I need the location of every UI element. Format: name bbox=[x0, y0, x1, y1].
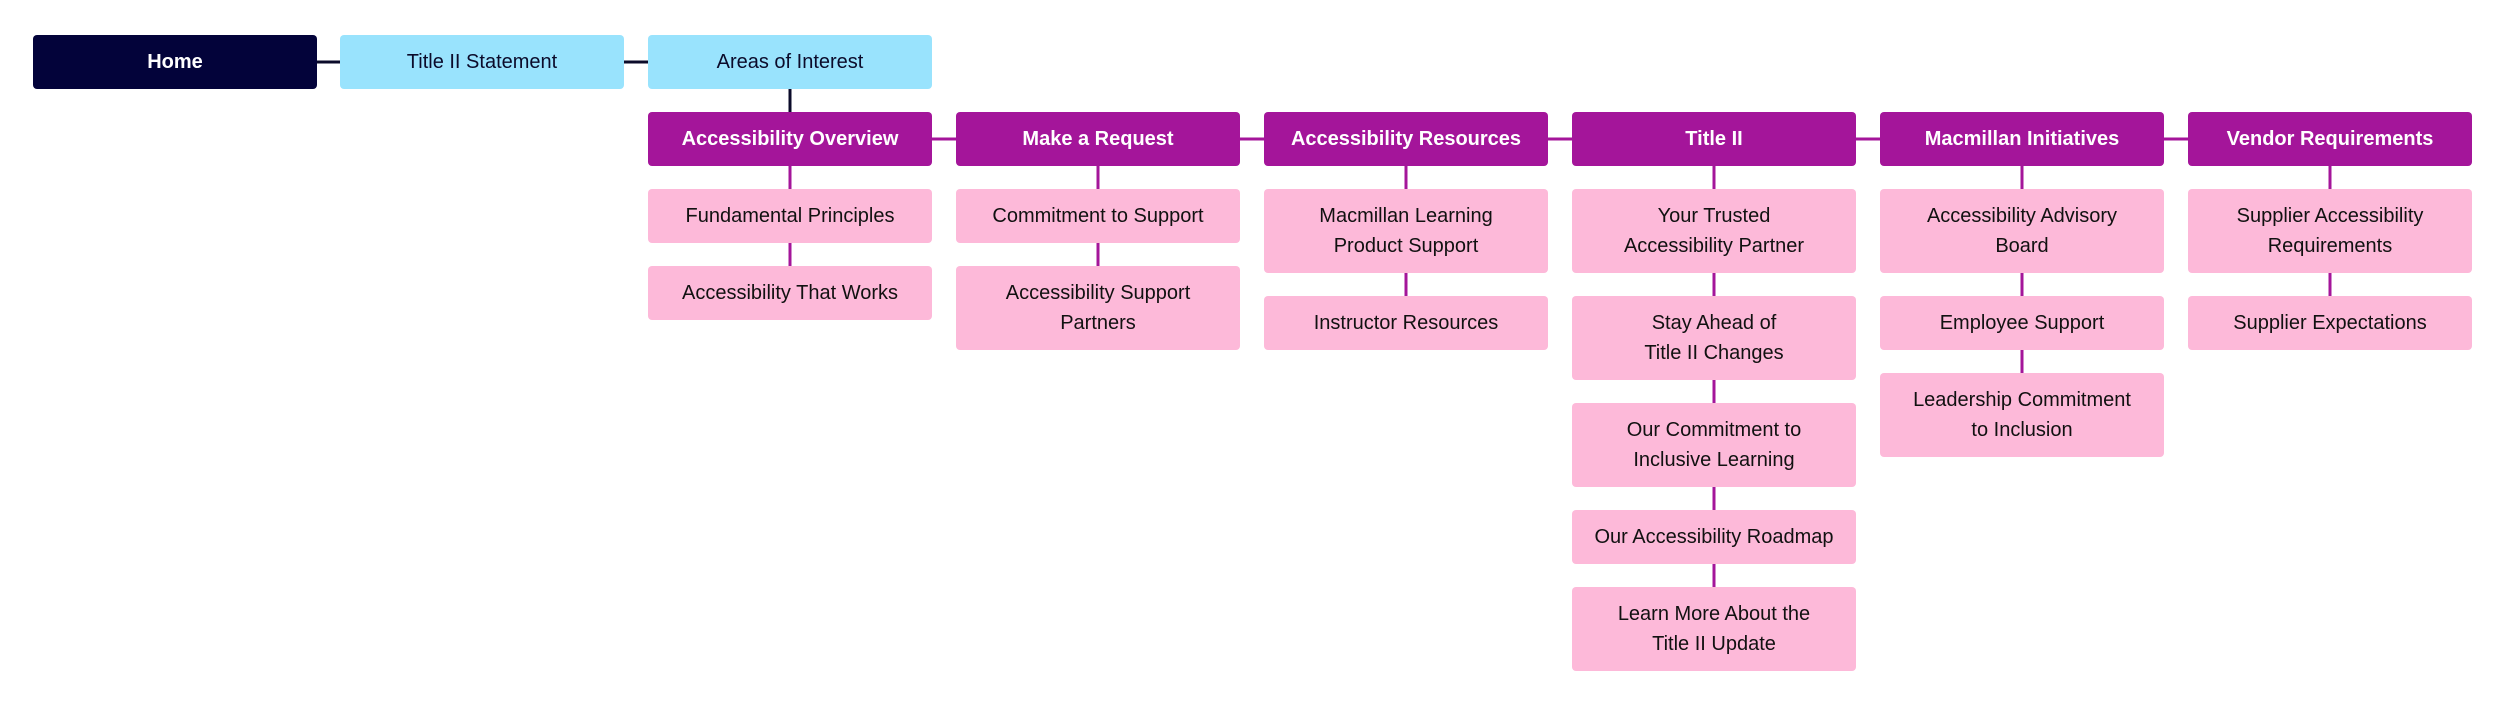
subpage-stay-ahead-of-title-ii-changes[interactable]: Stay Ahead of Title II Changes bbox=[1572, 296, 1856, 380]
subpage-our-accessibility-roadmap[interactable]: Our Accessibility Roadmap bbox=[1572, 510, 1856, 564]
subpage-macmillan-learning-product-support-label: Macmillan Learning Product Support bbox=[1319, 205, 1493, 257]
top-node-areas-of-interest-label: Areas of Interest bbox=[716, 51, 864, 73]
subpage-fundamental-principles[interactable]: Fundamental Principles bbox=[648, 189, 932, 243]
category-make-a-request-label: Make a Request bbox=[1022, 128, 1174, 150]
subpage-commitment-to-support[interactable]: Commitment to Support bbox=[956, 189, 1240, 243]
category-vendor-requirements[interactable]: Vendor Requirements bbox=[2188, 112, 2472, 166]
category-macmillan-initiatives[interactable]: Macmillan Initiatives bbox=[1880, 112, 2164, 166]
subpage-commitment-to-support-label: Commitment to Support bbox=[992, 205, 1204, 227]
subpage-accessibility-advisory-board-label: Accessibility Advisory Board bbox=[1926, 205, 2118, 257]
category-title-ii-label: Title II bbox=[1685, 128, 1743, 150]
subpage-learn-more-about-the-title-ii-update[interactable]: Learn More About the Title II Update bbox=[1572, 587, 1856, 671]
subpage-your-trusted-accessibility-partner[interactable]: Your Trusted Accessibility Partner bbox=[1572, 189, 1856, 273]
subpage-our-accessibility-roadmap-label: Our Accessibility Roadmap bbox=[1594, 526, 1834, 548]
subpage-fundamental-principles-label: Fundamental Principles bbox=[685, 205, 895, 227]
top-node-home-label: Home bbox=[147, 51, 203, 73]
top-node-title-ii-statement[interactable]: Title II Statement bbox=[340, 35, 624, 89]
category-title-ii[interactable]: Title II bbox=[1572, 112, 1856, 166]
subpage-accessibility-support-partners[interactable]: Accessibility Support Partners bbox=[956, 266, 1240, 350]
subpage-supplier-accessibility-requirements-label: Supplier Accessibility Requirements bbox=[2236, 205, 2424, 257]
subpage-instructor-resources-label: Instructor Resources bbox=[1313, 312, 1499, 334]
subpage-learn-more-about-the-title-ii-update-label: Learn More About the Title II Update bbox=[1617, 603, 1811, 655]
top-node-home[interactable]: Home bbox=[33, 35, 317, 89]
subpage-accessibility-advisory-board[interactable]: Accessibility Advisory Board bbox=[1880, 189, 2164, 273]
subpage-stay-ahead-of-title-ii-changes-label: Stay Ahead of Title II Changes bbox=[1644, 312, 1784, 364]
subpage-macmillan-learning-product-support[interactable]: Macmillan Learning Product Support bbox=[1264, 189, 1548, 273]
subpage-accessibility-that-works[interactable]: Accessibility That Works bbox=[648, 266, 932, 320]
subpage-your-trusted-accessibility-partner-label: Your Trusted Accessibility Partner bbox=[1623, 205, 1805, 257]
category-accessibility-resources[interactable]: Accessibility Resources bbox=[1264, 112, 1548, 166]
category-vendor-requirements-label: Vendor Requirements bbox=[2226, 128, 2434, 150]
subpage-instructor-resources[interactable]: Instructor Resources bbox=[1264, 296, 1548, 350]
subpage-supplier-accessibility-requirements[interactable]: Supplier Accessibility Requirements bbox=[2188, 189, 2472, 273]
subpage-employee-support[interactable]: Employee Support bbox=[1880, 296, 2164, 350]
subpage-our-commitment-to-inclusive-learning[interactable]: Our Commitment to Inclusive Learning bbox=[1572, 403, 1856, 487]
top-node-title-ii-statement-label: Title II Statement bbox=[406, 51, 558, 73]
category-make-a-request[interactable]: Make a Request bbox=[956, 112, 1240, 166]
category-accessibility-overview[interactable]: Accessibility Overview bbox=[648, 112, 932, 166]
category-accessibility-overview-label: Accessibility Overview bbox=[681, 128, 899, 150]
subpage-accessibility-support-partners-label: Accessibility Support Partners bbox=[1005, 282, 1191, 334]
top-node-areas-of-interest[interactable]: Areas of Interest bbox=[648, 35, 932, 89]
category-macmillan-initiatives-label: Macmillan Initiatives bbox=[1924, 128, 2120, 150]
subpage-supplier-expectations-label: Supplier Expectations bbox=[2233, 312, 2427, 334]
category-accessibility-resources-label: Accessibility Resources bbox=[1290, 128, 1522, 150]
subpage-supplier-expectations[interactable]: Supplier Expectations bbox=[2188, 296, 2472, 350]
subpage-leadership-commitment-to-inclusion[interactable]: Leadership Commitment to Inclusion bbox=[1880, 373, 2164, 457]
subpage-leadership-commitment-to-inclusion-label: Leadership Commitment to Inclusion bbox=[1913, 389, 2131, 441]
subpage-employee-support-label: Employee Support bbox=[1939, 312, 2105, 334]
subpage-our-commitment-to-inclusive-learning-label: Our Commitment to Inclusive Learning bbox=[1626, 419, 1802, 471]
subpage-accessibility-that-works-label: Accessibility That Works bbox=[682, 282, 898, 304]
